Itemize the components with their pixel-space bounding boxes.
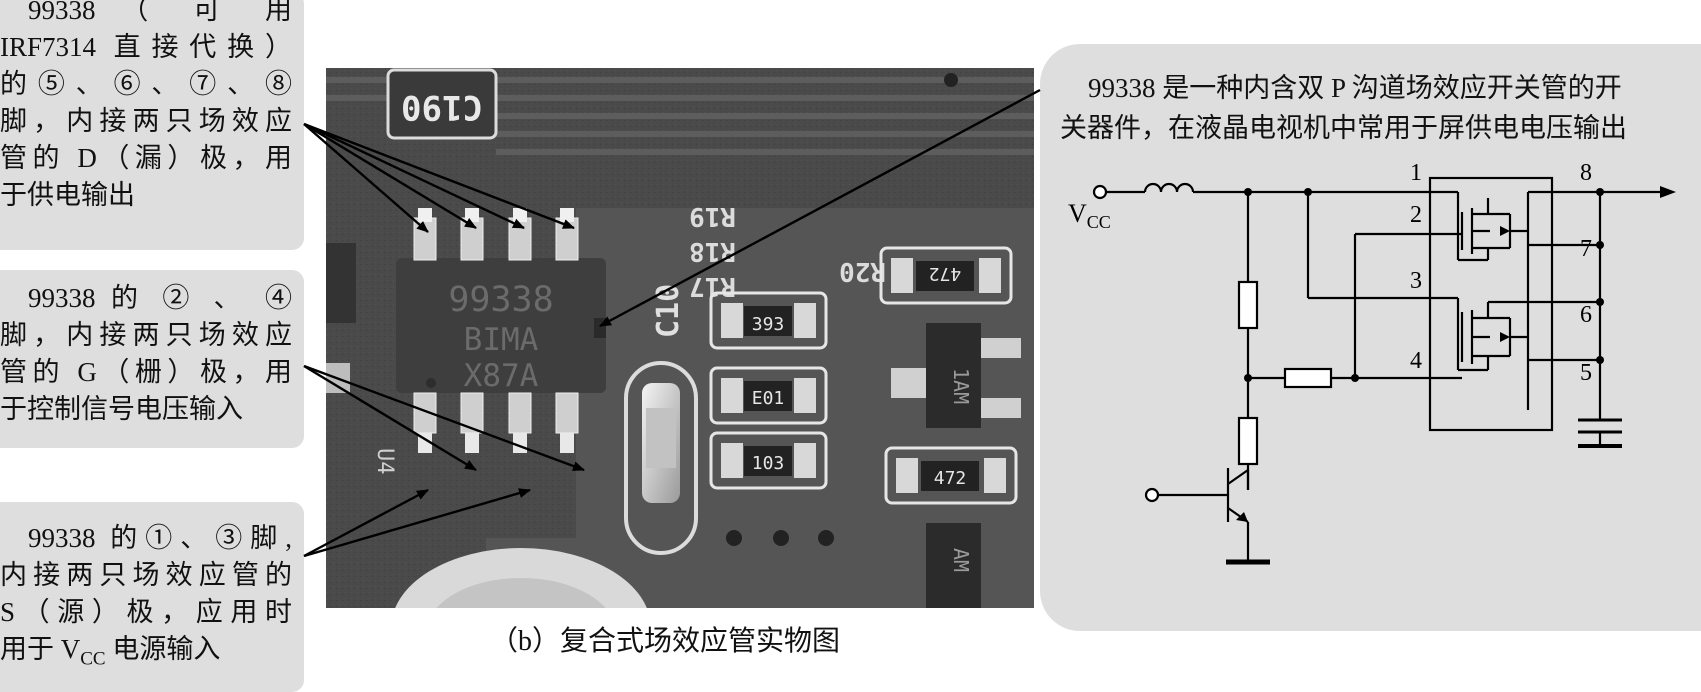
vcc-subscript: CC	[80, 648, 106, 670]
callout-line: 于控制信号电压输入	[0, 394, 243, 424]
schematic-description: 99338 是一种内含双 P 沟道场效应开关管的开 关器件，在液晶电视机中常用于…	[1060, 68, 1700, 148]
ic-am-label: AM	[949, 548, 973, 572]
callout-line: 用于 VCC 电源输入	[0, 631, 292, 677]
callout-line: 脚，内接两只场效应	[0, 106, 292, 136]
callout-line: 脚，内接两只场效应	[0, 320, 292, 350]
vcc-label: VCC	[1068, 199, 1111, 232]
resistor-e01: E01	[709, 366, 828, 425]
chip-marking-line-1: 99338	[448, 280, 553, 320]
resistor-103: 103	[709, 431, 828, 490]
pin-1-label: 1	[1410, 160, 1422, 186]
r19-label: R19	[689, 201, 736, 231]
callout-text: 电源输入	[105, 634, 221, 664]
pcb-illustration: C190 99338 BIMA X87A	[326, 68, 1034, 608]
pin-5-label: 5	[1580, 360, 1592, 386]
chip-marking-line-3: X87A	[464, 358, 539, 394]
chip-marking-line-2: BIMA	[464, 322, 539, 358]
description-line: 99338 是一种内含双 P 沟道场效应开关管的开	[1088, 73, 1622, 103]
callout-line: 管的 G（栅）极，用	[0, 357, 292, 387]
callout-gate-pins: 99338 的 ② 、 ④ 脚，内接两只场效应 管的 G（栅）极，用 于控制信号…	[0, 270, 304, 448]
r18-label: R18	[689, 236, 736, 266]
callout-line: IRF7314 直接代换）	[0, 32, 292, 62]
callout-line: 99338 （ 可 用	[28, 0, 292, 25]
resistor-472b-label: 472	[934, 468, 967, 489]
r20-label: R20	[839, 256, 886, 286]
vcc-text: 用于 V	[0, 634, 81, 664]
callout-line: 的⑤、⑥、⑦、⑧	[0, 69, 292, 99]
pin-7-label: 7	[1580, 236, 1592, 262]
u4-label: U4	[372, 448, 397, 475]
resistor-472-bottom: 472	[884, 446, 1018, 505]
resistor-e01-label: E01	[752, 388, 785, 409]
callout-line: S（源）极，应用时	[0, 597, 292, 627]
callout-line: 于供电输出	[0, 180, 135, 210]
pin-4-label: 4	[1410, 348, 1422, 374]
schematic-diagram: VCC 1 2 3 4 5 6 7 8	[1068, 160, 1676, 565]
pin-6-label: 6	[1580, 302, 1592, 328]
c10-label: C10	[651, 284, 686, 338]
schematic-panel	[1040, 44, 1701, 631]
resistor-103-label: 103	[752, 453, 785, 474]
callout-line: 内接两只场效应管的	[0, 560, 292, 590]
callout-drain-pins: 99338 （ 可 用 IRF7314 直接代换） 的⑤、⑥、⑦、⑧ 脚，内接两…	[0, 0, 304, 250]
c190-label: C190	[401, 87, 483, 127]
pin-2-label: 2	[1410, 202, 1422, 228]
callout-line: 管的 D（漏）极，用	[0, 143, 292, 173]
description-line: 关器件，在液晶电视机中常用于屏供电电压输出	[1060, 113, 1627, 143]
chip-photo: C190 99338 BIMA X87A	[326, 68, 1034, 608]
callout-line: 99338 的①、③脚,	[28, 523, 292, 553]
pin-3-label: 3	[1410, 268, 1422, 294]
photo-caption: （b）复合式场效应管实物图	[490, 626, 841, 657]
pin-8-label: 8	[1580, 160, 1592, 186]
resistor-472-label: 472	[929, 263, 962, 284]
callout-source-pins: 99338 的①、③脚, 内接两只场效应管的 S（源）极，应用时 用于 VCC …	[0, 502, 304, 692]
resistor-393-label: 393	[752, 314, 785, 335]
ic-1am-label: 1AM	[949, 368, 973, 404]
callout-line: 99338 的 ② 、 ④	[28, 283, 292, 313]
